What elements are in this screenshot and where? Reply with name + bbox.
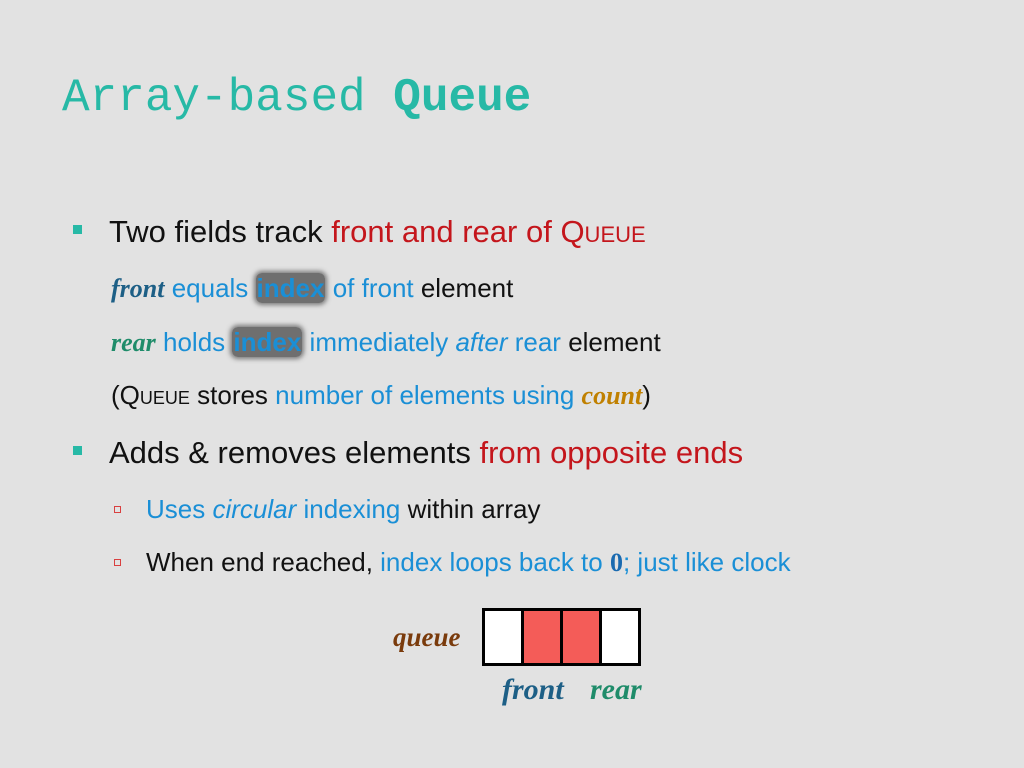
rear-index-highlight: index — [232, 327, 303, 357]
count-queue-word: Queue — [119, 380, 190, 410]
count-open-paren: ( — [111, 380, 120, 410]
sub-bullet-circular: Uses circular indexing within array — [146, 492, 541, 526]
sub2-zero: 0 — [609, 548, 623, 577]
sub1-circular: circular — [212, 494, 297, 524]
title-prefix: Array-based — [62, 72, 394, 124]
sub2-lead: When end reached, — [146, 547, 381, 577]
bullet2-lead: Adds & removes elements — [109, 435, 480, 470]
sub-bullet-hollow-square-icon — [114, 559, 121, 566]
bullet1-red-text: front and rear of — [331, 214, 561, 249]
sub-bullet-loops-back: When end reached, index loops back to 0;… — [146, 545, 791, 580]
front-index-highlight: index — [255, 273, 326, 303]
sub1-rest: within array — [400, 494, 541, 524]
queue-label: queue — [393, 622, 461, 652]
count-field-name: count — [581, 381, 643, 410]
front-description-line: front equals index of front element — [111, 271, 513, 306]
rear-element-text: element — [560, 327, 661, 357]
bullet2-red-text: from opposite ends — [479, 435, 744, 470]
bullet-square-icon — [73, 225, 82, 234]
array-cell — [485, 611, 524, 663]
title-queue: Queue — [393, 72, 532, 124]
front-pointer-label: front — [502, 673, 564, 706]
queue-array-diagram — [482, 608, 641, 666]
rear-holds-text: holds — [155, 327, 233, 357]
bullet-square-icon — [73, 446, 82, 455]
count-close-paren: ) — [642, 380, 651, 410]
front-equals-text: equals — [164, 273, 256, 303]
count-stores-text: stores — [189, 380, 276, 410]
bullet1-lead: Two fields track — [109, 214, 332, 249]
rear-rear-word: rear — [507, 327, 561, 357]
count-description-line: (Queue stores number of elements using c… — [111, 378, 651, 413]
bullet-adds-removes: Adds & removes elements from opposite en… — [109, 433, 743, 473]
rear-after-text: after — [455, 327, 508, 357]
bullet-two-fields: Two fields track front and rear of Queue — [109, 212, 646, 252]
array-cell — [563, 611, 602, 663]
bullet1-queue-word: Queue — [560, 214, 646, 249]
count-number-text: number of elements using — [275, 380, 582, 410]
front-element-text: element — [413, 273, 514, 303]
rear-field-name: rear — [111, 328, 156, 357]
front-field-name: front — [111, 274, 165, 303]
front-of-front-text: of front — [325, 273, 414, 303]
sub-bullet-hollow-square-icon — [114, 506, 121, 513]
rear-immediately-text: immediately — [302, 327, 456, 357]
sub1-uses: Uses — [146, 494, 213, 524]
rear-pointer-label: rear — [590, 673, 642, 706]
rear-description-line: rear holds index immediately after rear … — [111, 325, 661, 360]
slide-title: Array-based Queue — [62, 70, 531, 126]
array-cell — [602, 611, 638, 663]
array-cell — [524, 611, 563, 663]
sub2-clock-text: ; just like clock — [622, 547, 791, 577]
sub1-indexing: indexing — [296, 494, 401, 524]
sub2-blue-text: index loops back to — [380, 547, 610, 577]
